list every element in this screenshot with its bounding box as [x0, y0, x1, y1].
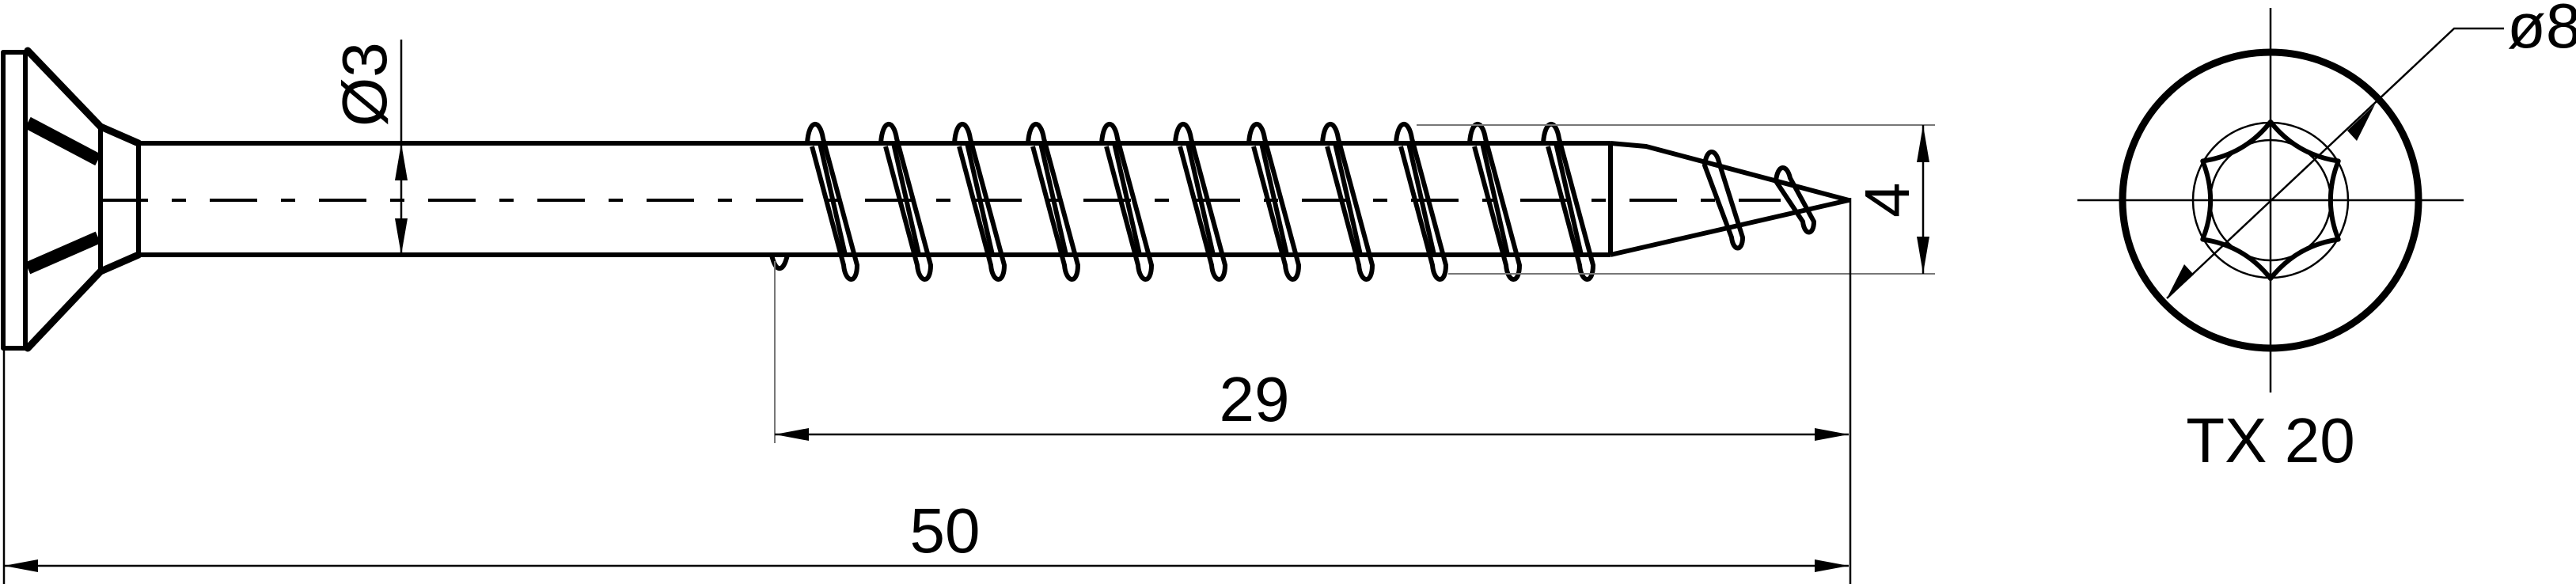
head-diameter-dimension: ø8 [2166, 0, 2576, 299]
total-length-dimension: 50 [2, 348, 1849, 584]
thread-turn [1702, 150, 1745, 251]
thread-turn [1099, 122, 1154, 282]
head-diameter-label: ø8 [2507, 0, 2576, 61]
total-length-label: 50 [910, 495, 981, 566]
shank-diameter-label: Ø3 [329, 42, 400, 127]
screw-head-end-view: ø8 TX 20 [2077, 0, 2576, 476]
thread-turn [1541, 122, 1595, 282]
thread-turn [769, 254, 790, 271]
screw-head [1, 47, 142, 352]
thread-length-label: 29 [1220, 364, 1290, 434]
thread-diameter-dimension: 4 [1417, 124, 1935, 275]
thread-length-dimension: 29 [774, 198, 1852, 584]
shank-diameter-dimension: Ø3 [329, 40, 408, 255]
thread-turn [1320, 122, 1375, 282]
screw-side-view: Ø3 4 29 50 [1, 40, 1935, 584]
thread-diameter-label: 4 [1852, 183, 1922, 218]
thread-turn [1246, 122, 1301, 282]
head-outline [2119, 48, 2422, 352]
torx-recess-icon [2200, 119, 2341, 281]
thread-turn [1026, 122, 1080, 282]
thread-turn [878, 122, 933, 282]
thread-turn [1554, 142, 1584, 256]
thread-turn [1467, 122, 1522, 282]
drive-type-label: TX 20 [2186, 405, 2354, 476]
thread-turn [1774, 165, 1816, 235]
